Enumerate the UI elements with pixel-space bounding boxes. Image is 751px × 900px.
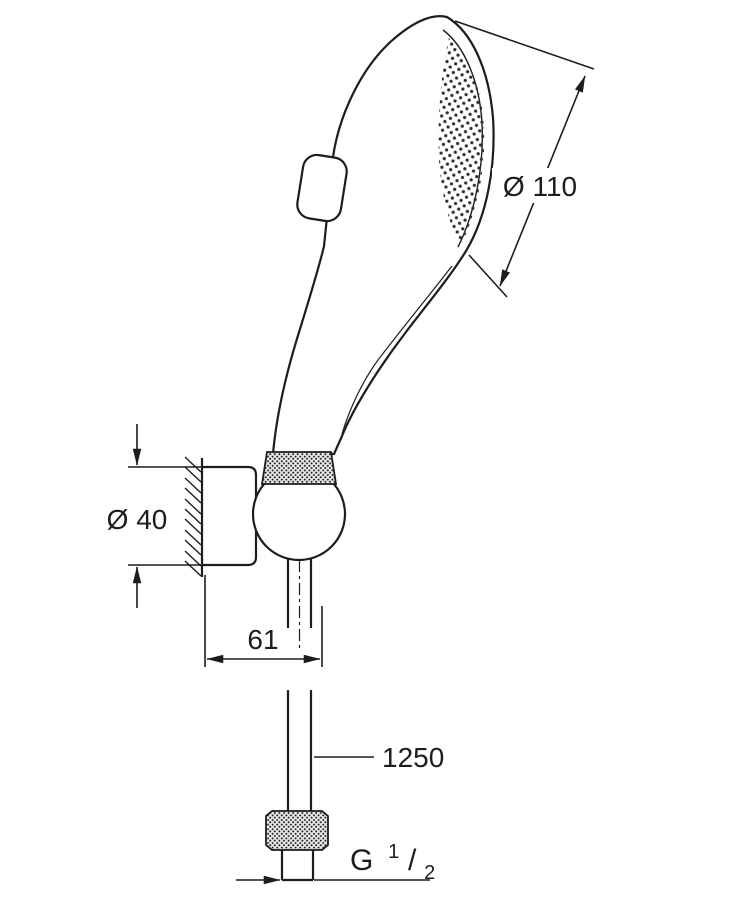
label-thread: G 1 / 2 xyxy=(350,833,435,884)
dimension-hose-length: 1250 xyxy=(314,742,444,773)
wall-hatching xyxy=(184,456,202,577)
extension-line-bottom xyxy=(468,254,508,298)
hose-nut xyxy=(265,810,329,851)
dimensions: Ø 110 Ø 40 61 1250 G 1 / 2 xyxy=(107,20,595,885)
label-holder-diameter: Ø 40 xyxy=(107,504,168,535)
label-backing xyxy=(492,168,589,203)
handle-contour-line xyxy=(341,265,453,435)
spray-nozzle-field xyxy=(438,38,485,243)
shower-head-body xyxy=(271,15,495,456)
dimension-thread: G 1 / 2 xyxy=(236,833,435,885)
label-head-diameter: Ø 110 xyxy=(503,171,577,202)
label-holder-offset: 61 xyxy=(247,624,278,655)
bracket-flange xyxy=(202,465,258,567)
dimension-holder-diameter: Ø 40 xyxy=(107,424,201,608)
mode-button xyxy=(296,153,348,223)
handle-connector-nut xyxy=(260,451,338,485)
hose xyxy=(265,690,329,882)
dimension-head-diameter: Ø 110 xyxy=(454,20,595,298)
wall-bracket xyxy=(184,451,347,652)
extension-line-top xyxy=(454,20,595,70)
shower-head xyxy=(271,15,495,456)
dimension-holder-offset: 61 xyxy=(204,575,323,667)
label-hose-length: 1250 xyxy=(382,742,444,773)
